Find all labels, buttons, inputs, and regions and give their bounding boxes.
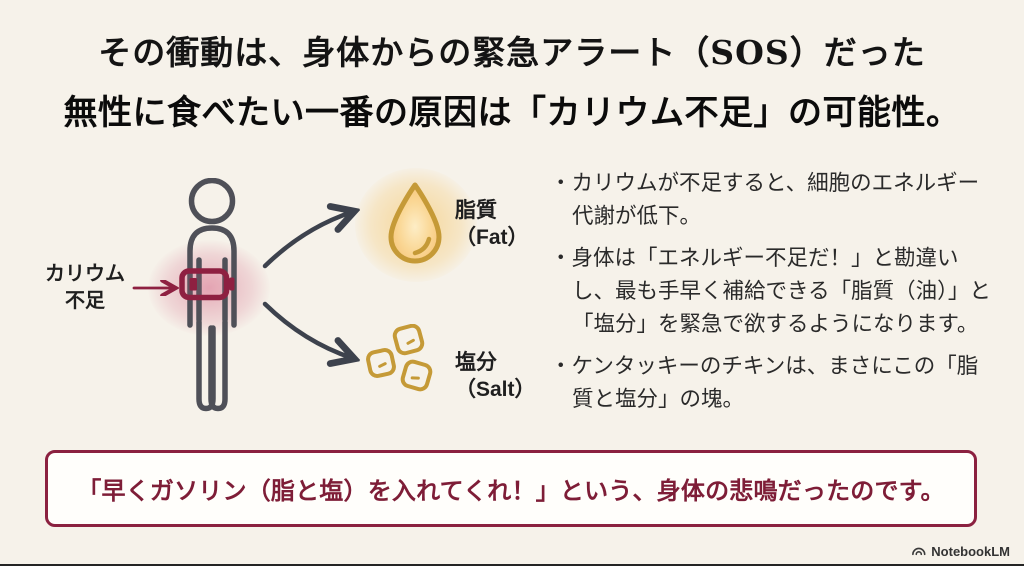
salt-label-en: （Salt） [455,378,536,401]
fat-label-en: （Fat） [455,226,529,249]
arrow-right-icon [132,280,184,301]
potassium-deficiency-label-line1: カリウム [45,263,125,285]
title-line-1: その衝動は、身体からの緊急アラート（SOS）だった [98,33,926,72]
fat-label: 脂質 （Fat） [455,197,529,251]
notebooklm-logo-icon [911,544,926,559]
salt-crystals-icon [366,323,444,403]
conclusion-callout-box: 「早くガソリン（脂と塩）を入れてくれ！」という、身体の悲鳴だったのです。 [45,450,977,527]
fat-label-ja: 脂質 [455,199,497,222]
bullet-item: ・身体は「エネルギー不足だ！」と勘違いし、最も手早く補給できる「脂質（油）」と「… [550,246,991,336]
curved-arrow-to-fat-icon [262,202,364,277]
bullet-item: ・ケンタッキーのチキンは、まさにこの「脂質と塩分」の塊。 [550,354,979,411]
low-battery-icon [179,264,237,309]
curved-arrow-to-salt-icon [262,297,364,374]
title-line-2: 無性に食べたい一番の原因は「カリウム不足」の可能性。 [63,94,961,132]
watermark-label: NotebookLM [931,544,1010,559]
salt-label: 塩分 （Salt） [455,349,536,403]
bottom-edge-line [0,564,1024,566]
bullet-item: ・カリウムが不足すると、細胞のエネルギー代謝が低下。 [550,171,980,228]
potassium-deficiency-label-line2: 不足 [65,290,105,312]
salt-label-ja: 塩分 [455,351,497,374]
oil-drop-icon [383,181,447,270]
watermark: NotebookLM [911,544,1010,559]
conclusion-callout-text: 「早くガソリン（脂と塩）を入れてくれ！」という、身体の悲鳴だったのです。 [77,478,945,505]
potassium-deficiency-label: カリウム 不足 [36,261,134,315]
explanation-bullet-list: ・カリウムが不足すると、細胞のエネルギー代謝が低下。 ・身体は「エネルギー不足だ… [550,167,998,425]
